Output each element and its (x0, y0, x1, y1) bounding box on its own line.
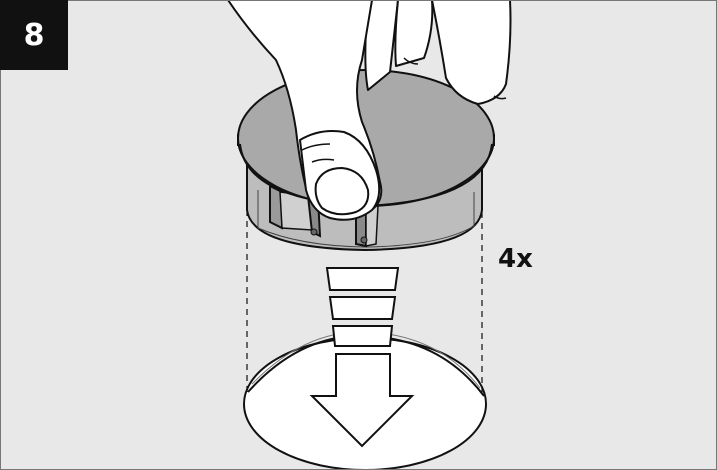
down-arrow-icon (309, 267, 415, 448)
step-number-badge: 8 (0, 0, 68, 70)
alignment-guide-lines (246, 188, 483, 398)
step-number: 8 (23, 17, 45, 53)
hand-icon (227, 0, 512, 221)
quantity-label: 4x (498, 244, 533, 274)
